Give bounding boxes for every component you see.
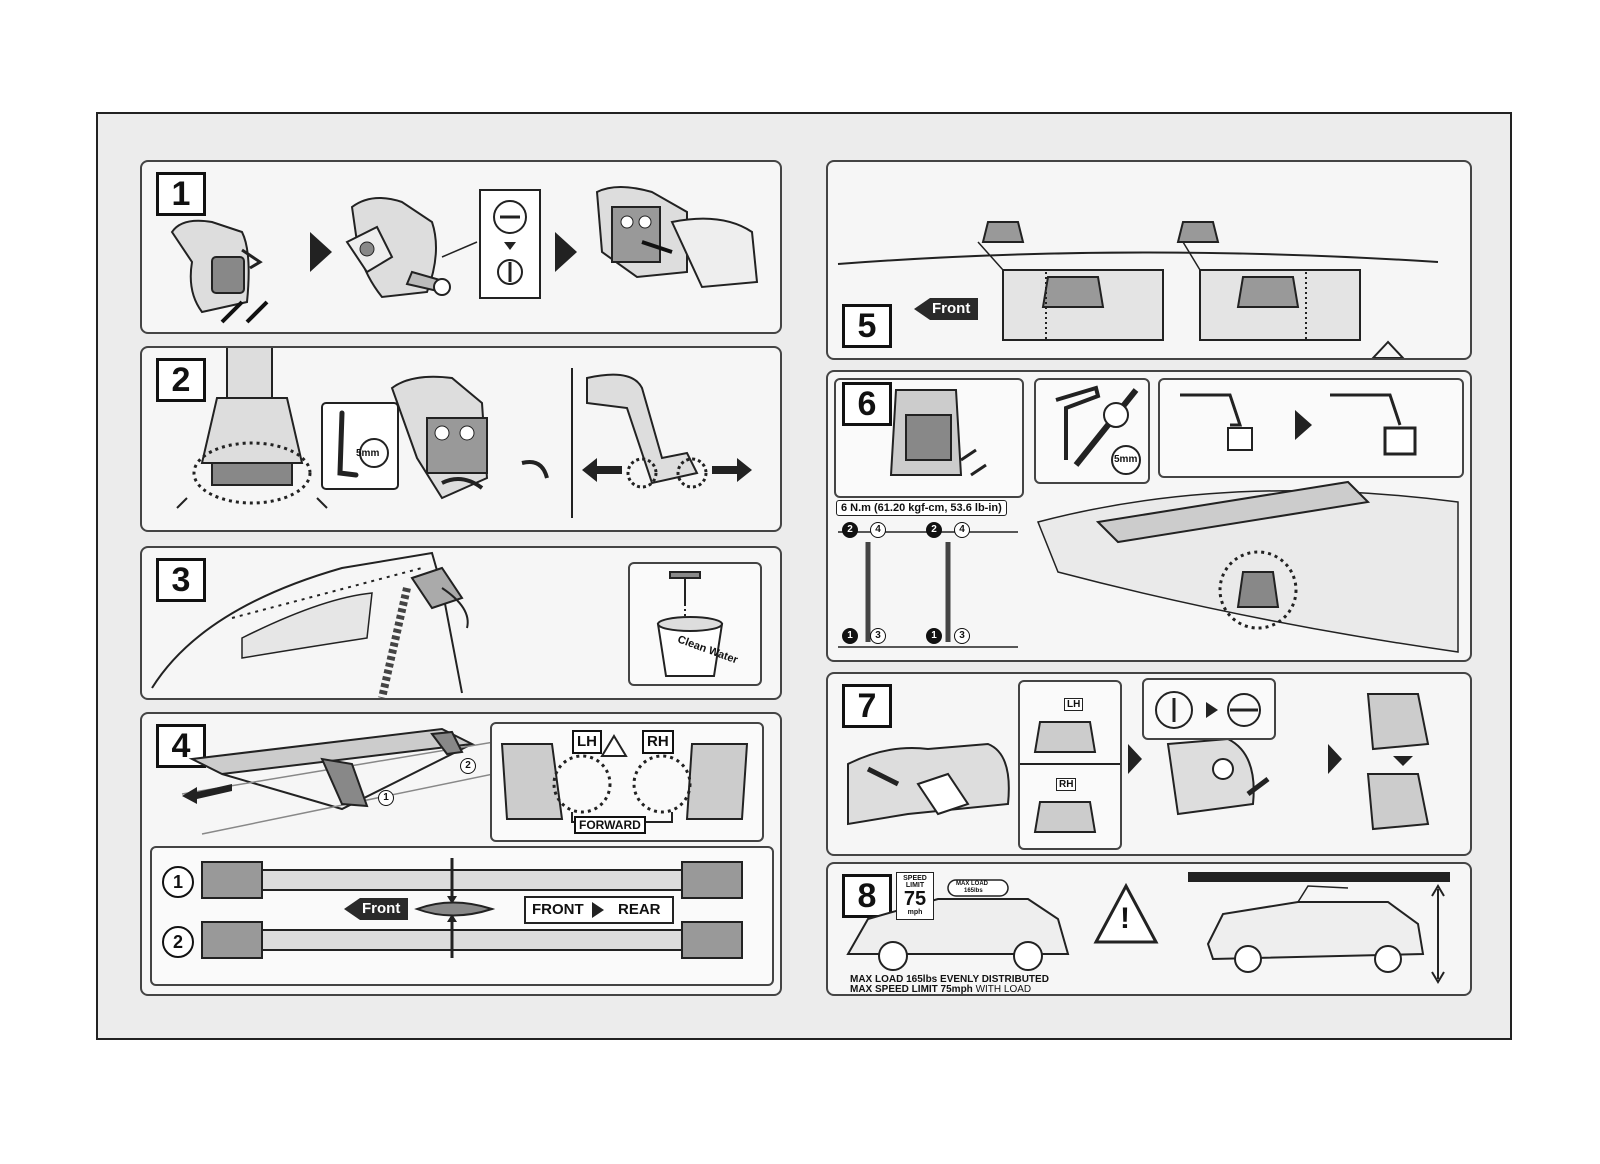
lock-detail-box bbox=[1142, 678, 1276, 740]
step-number: 4 bbox=[156, 724, 206, 768]
chevron-right-icon bbox=[592, 902, 604, 918]
step-5-panel: 5 Front bbox=[826, 160, 1472, 360]
tools-box: 5mm bbox=[1034, 378, 1150, 484]
sequence-1: 1 bbox=[926, 628, 942, 644]
lh-label: LH bbox=[1064, 698, 1084, 711]
speed-limit-line2: LIMIT bbox=[905, 882, 925, 889]
warning-icon: ! bbox=[1120, 902, 1130, 935]
step-number: 3 bbox=[156, 558, 206, 602]
step-3-panel: 3 Clean Water bbox=[140, 546, 782, 700]
sequence-2: 2 bbox=[842, 522, 858, 538]
rh-label: RH bbox=[642, 730, 674, 754]
step-8-panel: 8 SPEED LIMIT 75 mph MAX LOAD 165lbs MAX… bbox=[826, 862, 1472, 996]
step-2-illustration bbox=[176, 348, 752, 518]
bar-order-box: 1 2 Front FRONT REAR bbox=[150, 846, 774, 986]
step-number: 1 bbox=[156, 172, 206, 216]
step-2-panel: 2 5mm bbox=[140, 346, 782, 532]
tool-size-label: 5mm bbox=[356, 448, 380, 459]
bucket-icon bbox=[656, 571, 724, 677]
sequence-4: 4 bbox=[870, 522, 886, 538]
torque-wrench-icon bbox=[1055, 385, 1141, 475]
max-speed-text: MAX SPEED LIMIT 75mph bbox=[850, 984, 973, 995]
front-arrow-label: Front bbox=[914, 298, 979, 320]
step-number: 5 bbox=[842, 304, 892, 348]
speed-limit-line1: SPEED bbox=[903, 875, 927, 882]
tool-size-label: 5mm bbox=[1114, 454, 1138, 465]
sequence-1: 1 bbox=[842, 628, 858, 644]
max-load-box-label: MAX LOAD bbox=[956, 881, 988, 887]
sequence-3: 3 bbox=[954, 628, 970, 644]
max-speed-line: MAX SPEED LIMIT 75mph WITH LOAD bbox=[850, 984, 1032, 995]
front-arrow-label: Front bbox=[344, 898, 409, 920]
step-7-panel: 7 LH RH bbox=[826, 672, 1472, 856]
speed-limit-value: 75 bbox=[903, 888, 927, 910]
callout-2: 2 bbox=[460, 758, 476, 774]
lock-rotate-icon bbox=[1155, 691, 1261, 729]
clamp-box bbox=[1158, 378, 1464, 478]
speed-limit-sign: SPEED LIMIT 75 mph bbox=[896, 872, 934, 920]
rear-label: REAR bbox=[618, 901, 661, 918]
step-4-panel: 4 1 2 LH RH FORWARD bbox=[140, 712, 782, 996]
sequence-3: 3 bbox=[870, 628, 886, 644]
clamp-illustration bbox=[1180, 393, 1417, 456]
lh-rh-cover-box: LH RH bbox=[1018, 680, 1122, 850]
step-1-illustration bbox=[170, 186, 759, 324]
rh-label: RH bbox=[1056, 778, 1077, 791]
step-5-illustration bbox=[837, 221, 1439, 358]
sequence-4: 4 bbox=[954, 522, 970, 538]
step-number: 2 bbox=[156, 358, 206, 402]
bar-2-marker: 2 bbox=[162, 926, 194, 958]
cover-lh-rh-illustration bbox=[1020, 721, 1120, 833]
step-7-illustration bbox=[847, 693, 1430, 831]
bar-order-illustration bbox=[201, 858, 743, 959]
step-number: 8 bbox=[842, 874, 892, 918]
torque-spec-label: 6 N.m (61.20 kgf-cm, 53.6 lb-in) bbox=[836, 500, 1007, 516]
bracket-detail bbox=[889, 389, 987, 477]
callout-1: 1 bbox=[378, 790, 394, 806]
forward-label: FORWARD bbox=[574, 816, 646, 834]
step-6-panel: 6 5mm 6 N.m (61.20 kgf-cm, 53.6 lb-in) 2… bbox=[826, 370, 1472, 662]
lh-rh-illustration bbox=[500, 734, 749, 823]
clean-water-box: Clean Water bbox=[628, 562, 762, 686]
lh-label: LH bbox=[572, 730, 602, 754]
step-4-car-illustration bbox=[181, 727, 543, 835]
sequence-2: 2 bbox=[926, 522, 942, 538]
speed-limit-unit: mph bbox=[907, 909, 923, 916]
step-number: 7 bbox=[842, 684, 892, 728]
with-load-text: WITH LOAD bbox=[975, 984, 1032, 995]
step-1-panel: 1 bbox=[140, 160, 782, 334]
max-load-text: MAX LOAD 165lbs EVENLY DISTRIBUTED bbox=[850, 974, 1049, 985]
bar-1-marker: 1 bbox=[162, 866, 194, 898]
step-number: 6 bbox=[842, 382, 892, 426]
max-load-box-value: 165lbs bbox=[964, 888, 983, 894]
front-rear-box: FRONT REAR bbox=[524, 896, 674, 924]
step-3-illustration bbox=[151, 551, 469, 698]
front-label: FRONT bbox=[532, 901, 584, 918]
lh-rh-box: LH RH FORWARD bbox=[490, 722, 764, 842]
